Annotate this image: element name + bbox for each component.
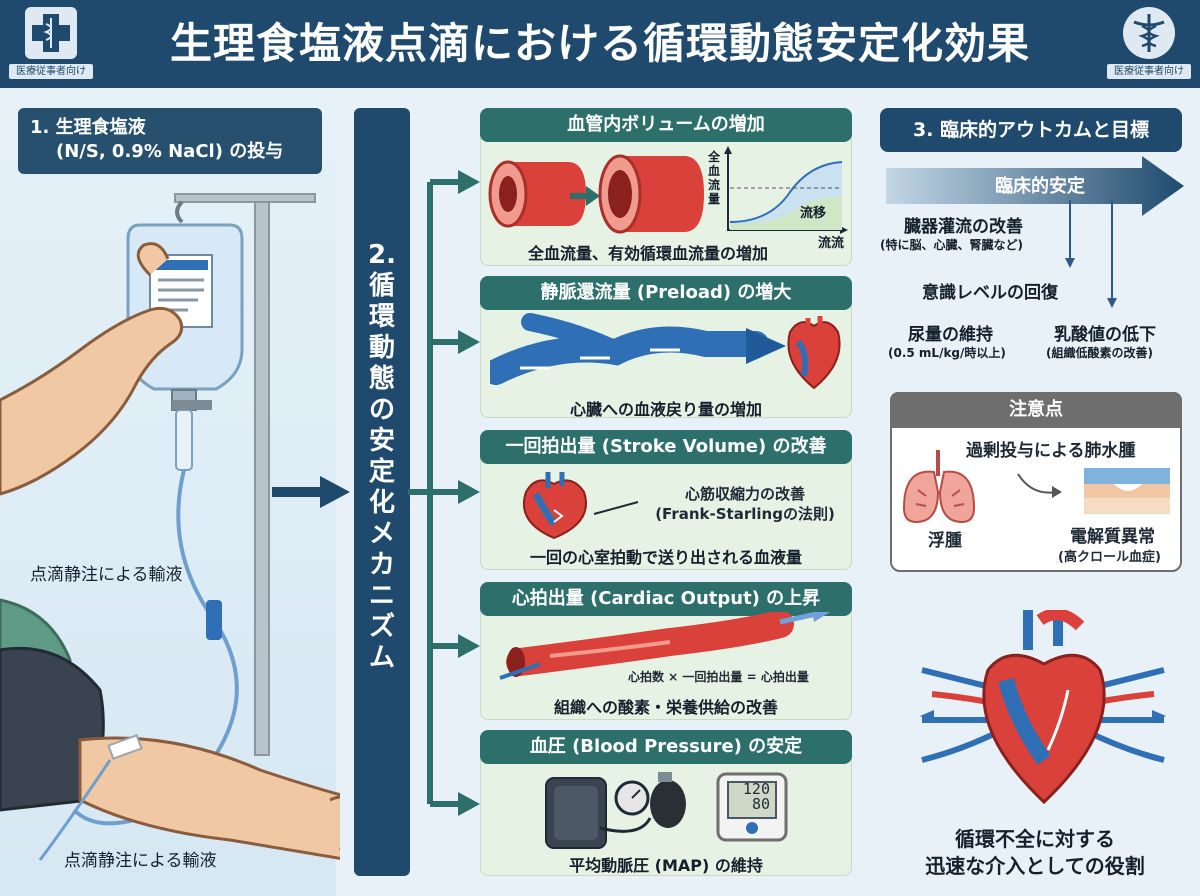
- mechanism-title-char: ム: [368, 643, 395, 673]
- bottom-message: 循環不全に対する 迅速な介入としての役割: [880, 826, 1190, 880]
- card-intravascular-volume-caption: 全血流量、有効循環血流量の増加: [527, 244, 768, 263]
- mechanism-title-char: 定: [368, 457, 395, 487]
- callout-line-icon: [593, 501, 639, 515]
- badge-right: 医療従事者向け: [1106, 4, 1192, 84]
- caution-hyperchloremia: (高クロール血症): [1058, 550, 1161, 565]
- mechanism-title-char: メ: [368, 519, 395, 549]
- clinical-stability-arrow-icon: [886, 156, 1184, 216]
- note-myocardial-contractility: 心筋収縮力の改善: [684, 485, 805, 503]
- mechanism-title: 2.循環動態の安定化メカニズム: [354, 240, 410, 674]
- header-bar: [0, 0, 1200, 88]
- mechanism-title-char: 態: [368, 364, 395, 394]
- mechanism-title-char: 2.: [368, 240, 396, 270]
- badge-text-right: 医療従事者向け: [1107, 64, 1191, 79]
- tissue-edema-icon: [1084, 468, 1170, 514]
- bp-diastolic: 80: [751, 795, 770, 813]
- arrow-infusion-to-mechanism-icon: [272, 476, 350, 508]
- mechanism-title-char: ニ: [368, 581, 395, 611]
- badge-left: 医療従事者向け: [8, 4, 94, 84]
- card-intravascular-volume-title: 血管内ボリュームの増加: [480, 108, 852, 142]
- bp-monitor-readout: 120 80: [736, 782, 770, 812]
- bottom-message-line1: 循環不全に対する: [955, 827, 1115, 851]
- outcome-lactate: 乳酸値の低下: [1054, 325, 1156, 345]
- outcome-urine-output-sub: (0.5 mL/kg/時以上): [888, 346, 1006, 360]
- caution-electrolyte: 電解質異常: [1070, 527, 1155, 547]
- bp-systolic: 120: [742, 780, 770, 798]
- bottom-message-line2: 迅速な介入としての役割: [925, 854, 1145, 878]
- card-blood-pressure-caption: 平均動脈圧 (MAP) の維持: [569, 856, 763, 875]
- infusion-title-box: 1. 生理食塩液 (N/S, 0.9% NaCl) の投与: [18, 108, 322, 174]
- lungs-icon: [902, 450, 976, 524]
- caution-edema: 浮腫: [928, 531, 962, 551]
- cardiac-output-formula: 心拍数 × 一回拍出量 = 心拍出量: [628, 670, 809, 684]
- outcome-organ-perfusion-sub: (特に脳、心臓、腎臓など): [880, 238, 1023, 252]
- mechanism-bar: [354, 108, 410, 876]
- mechanism-title-char: 循: [368, 271, 395, 301]
- venous-return-illustration: [490, 313, 841, 390]
- curved-arrow-icon: [1017, 473, 1062, 498]
- infusion-title-line2: (N/S, 0.9% NaCl) の投与: [56, 141, 284, 162]
- caduceus-icon: [1123, 7, 1175, 59]
- outcome-consciousness: 意識レベルの回復: [922, 283, 1058, 303]
- caution-pulmonary-edema: 過剰投与による肺水腫: [966, 441, 1136, 461]
- caution-title: 注意点: [890, 392, 1182, 428]
- label-iv-infusion-upper: 点滴静注による輸液: [30, 565, 183, 585]
- card-preload-title: 静脈還流量 (Preload) の増大: [480, 276, 852, 310]
- medical-cross-icon: [25, 7, 77, 59]
- graph-ylabel: 全血流量: [708, 150, 721, 206]
- mechanism-title-char: カ: [368, 550, 395, 580]
- outcome-urine-output: 尿量の維持: [908, 325, 993, 345]
- heart-contraction-icon: [522, 472, 587, 540]
- iv-drip-illustration: [0, 193, 340, 861]
- clinical-stability-label: 臨床的安定: [995, 176, 1085, 197]
- card-cardiac-output-title: 心拍出量 (Cardiac Output) の上昇: [480, 582, 852, 616]
- infusion-title-line1: 1. 生理食塩液: [30, 117, 146, 138]
- card-preload-caption: 心臓への血液戻り量の増加: [569, 400, 762, 419]
- note-frank-starling: (Frank-Starlingの法則): [655, 505, 835, 523]
- mechanism-title-char: 化: [368, 488, 395, 518]
- mechanism-title-char: 動: [368, 333, 395, 363]
- label-iv-infusion-lower: 点滴静注による輸液: [64, 851, 217, 871]
- sphygmomanometer-icon: [545, 772, 686, 849]
- mechanism-title-char: 安: [368, 426, 395, 456]
- branch-connector: [408, 170, 480, 816]
- outcome-lactate-sub: (組織低酸素の改善): [1046, 346, 1153, 360]
- outcome-arrows-icon: [1065, 200, 1117, 308]
- mechanism-title-char: 環: [368, 302, 395, 332]
- outcomes-title: 3. 臨床的アウトカムと目標: [880, 108, 1182, 152]
- graph-curve-label: 流移: [800, 206, 827, 221]
- mechanism-title-char: ズ: [368, 612, 395, 642]
- card-stroke-volume-title: 一回拍出量 (Stroke Volume) の改善: [480, 430, 852, 464]
- vessel-expansion-illustration: [488, 146, 848, 234]
- artery-flow-illustration: [499, 612, 830, 680]
- card-blood-pressure-title: 血圧 (Blood Pressure) の安定: [480, 730, 852, 764]
- mechanism-title-char: の: [368, 395, 395, 425]
- card-stroke-volume-caption: 一回の心室拍動で送り出される血液量: [529, 548, 802, 567]
- stroke-volume-note: 心筋収縮力の改善 (Frank-Starlingの法則): [640, 484, 850, 524]
- bp-monitor-icon: [716, 772, 788, 842]
- badge-text: 医療従事者向け: [9, 64, 93, 79]
- page-title: 生理食塩液点滴における循環動態安定化効果: [169, 19, 1030, 68]
- graph-xlabel: 流流: [818, 236, 845, 251]
- card-cardiac-output-caption: 組織への酸素・栄養供給の改善: [553, 698, 778, 717]
- outcome-organ-perfusion: 臓器灌流の改善: [904, 217, 1023, 237]
- circulation-heart-illustration: [920, 610, 1166, 805]
